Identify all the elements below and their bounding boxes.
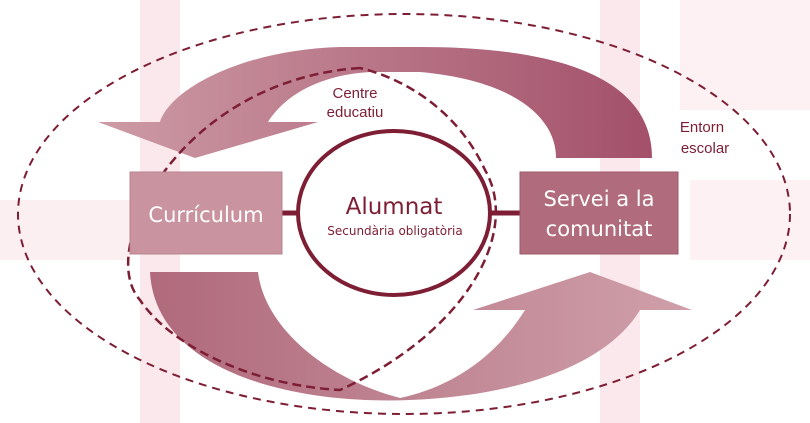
servei-comunitat-box	[519, 171, 679, 255]
top-cycle-arrow	[98, 47, 652, 158]
alumnat-subtitle: Secundària obligatòria	[327, 224, 462, 238]
entorn-label-line1: Entorn	[680, 119, 724, 136]
servei-label-line2: comunitat	[546, 217, 653, 241]
bottom-cycle-arrow	[150, 272, 692, 401]
centre-label-line2: educatiu	[327, 104, 384, 121]
servei-label-line1: Servei a la	[544, 187, 655, 211]
entorn-escolar-boundary	[17, 13, 791, 415]
alumnat-circle	[296, 129, 492, 297]
curriculum-box	[129, 171, 283, 255]
centre-label-line1: Centre	[332, 85, 377, 102]
curriculum-label: Currículum	[148, 203, 263, 227]
entorn-label-line2: escolar	[681, 140, 729, 157]
alumnat-title: Alumnat	[346, 194, 443, 220]
